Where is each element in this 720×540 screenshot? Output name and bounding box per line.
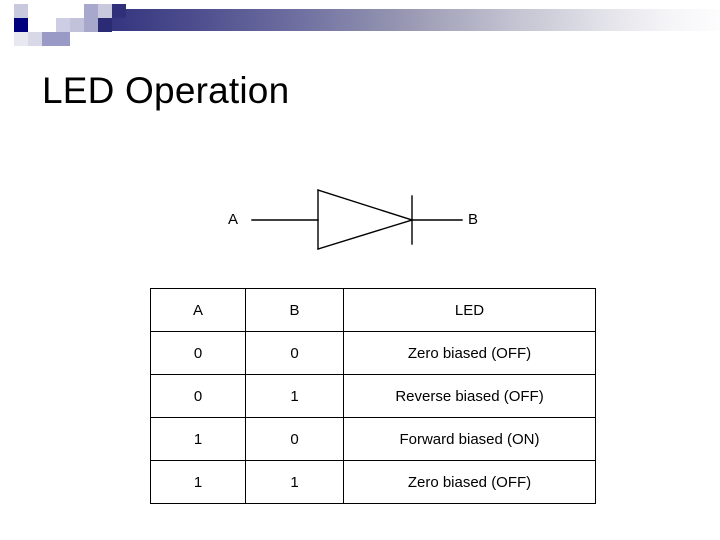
mosaic-square <box>84 4 98 18</box>
mosaic-square <box>56 32 70 46</box>
mosaic-square <box>70 18 84 32</box>
header-gradient-bar <box>34 9 720 31</box>
table-header-cell: B <box>245 288 344 332</box>
table-cell: Zero biased (OFF) <box>343 331 596 375</box>
mosaic-square <box>42 18 56 32</box>
table-cell: Reverse biased (OFF) <box>343 374 596 418</box>
mosaic-square <box>42 4 56 18</box>
table-cell: Forward biased (ON) <box>343 417 596 461</box>
mosaic-square <box>70 4 84 18</box>
mosaic-square <box>42 32 56 46</box>
table-cell: 1 <box>245 374 344 418</box>
mosaic-square <box>28 4 42 18</box>
mosaic-square <box>84 32 98 46</box>
mosaic-square <box>56 18 70 32</box>
table-cell: 1 <box>245 460 344 504</box>
diode-triangle-top-edge <box>317 189 413 221</box>
decorative-header-band <box>0 0 720 52</box>
diode-triangle-bottom-edge <box>317 219 413 250</box>
page-title: LED Operation <box>42 70 290 111</box>
table-header-cell: LED <box>343 288 596 332</box>
mosaic-square <box>98 4 112 18</box>
diode-symbol <box>251 189 463 250</box>
table-cell: 1 <box>150 417 246 461</box>
table-cell: 1 <box>150 460 246 504</box>
mosaic-square <box>56 4 70 18</box>
table-cell: 0 <box>150 374 246 418</box>
table-cell: 0 <box>150 331 246 375</box>
table-header-cell: A <box>150 288 246 332</box>
diagram-label-b: B <box>468 211 479 228</box>
table-cell: 0 <box>245 417 344 461</box>
mosaic-square <box>98 18 112 32</box>
mosaic-square <box>28 18 42 32</box>
table-cell: 0 <box>245 331 344 375</box>
mosaic-square <box>14 4 28 18</box>
diagram-label-a: A <box>228 211 239 228</box>
mosaic-square <box>84 18 98 32</box>
mosaic-square <box>28 32 42 46</box>
table-cell: Zero biased (OFF) <box>343 460 596 504</box>
mosaic-square <box>14 18 28 32</box>
mosaic-square <box>70 32 84 46</box>
mosaic-square <box>14 32 28 46</box>
mosaic-square <box>112 4 126 18</box>
